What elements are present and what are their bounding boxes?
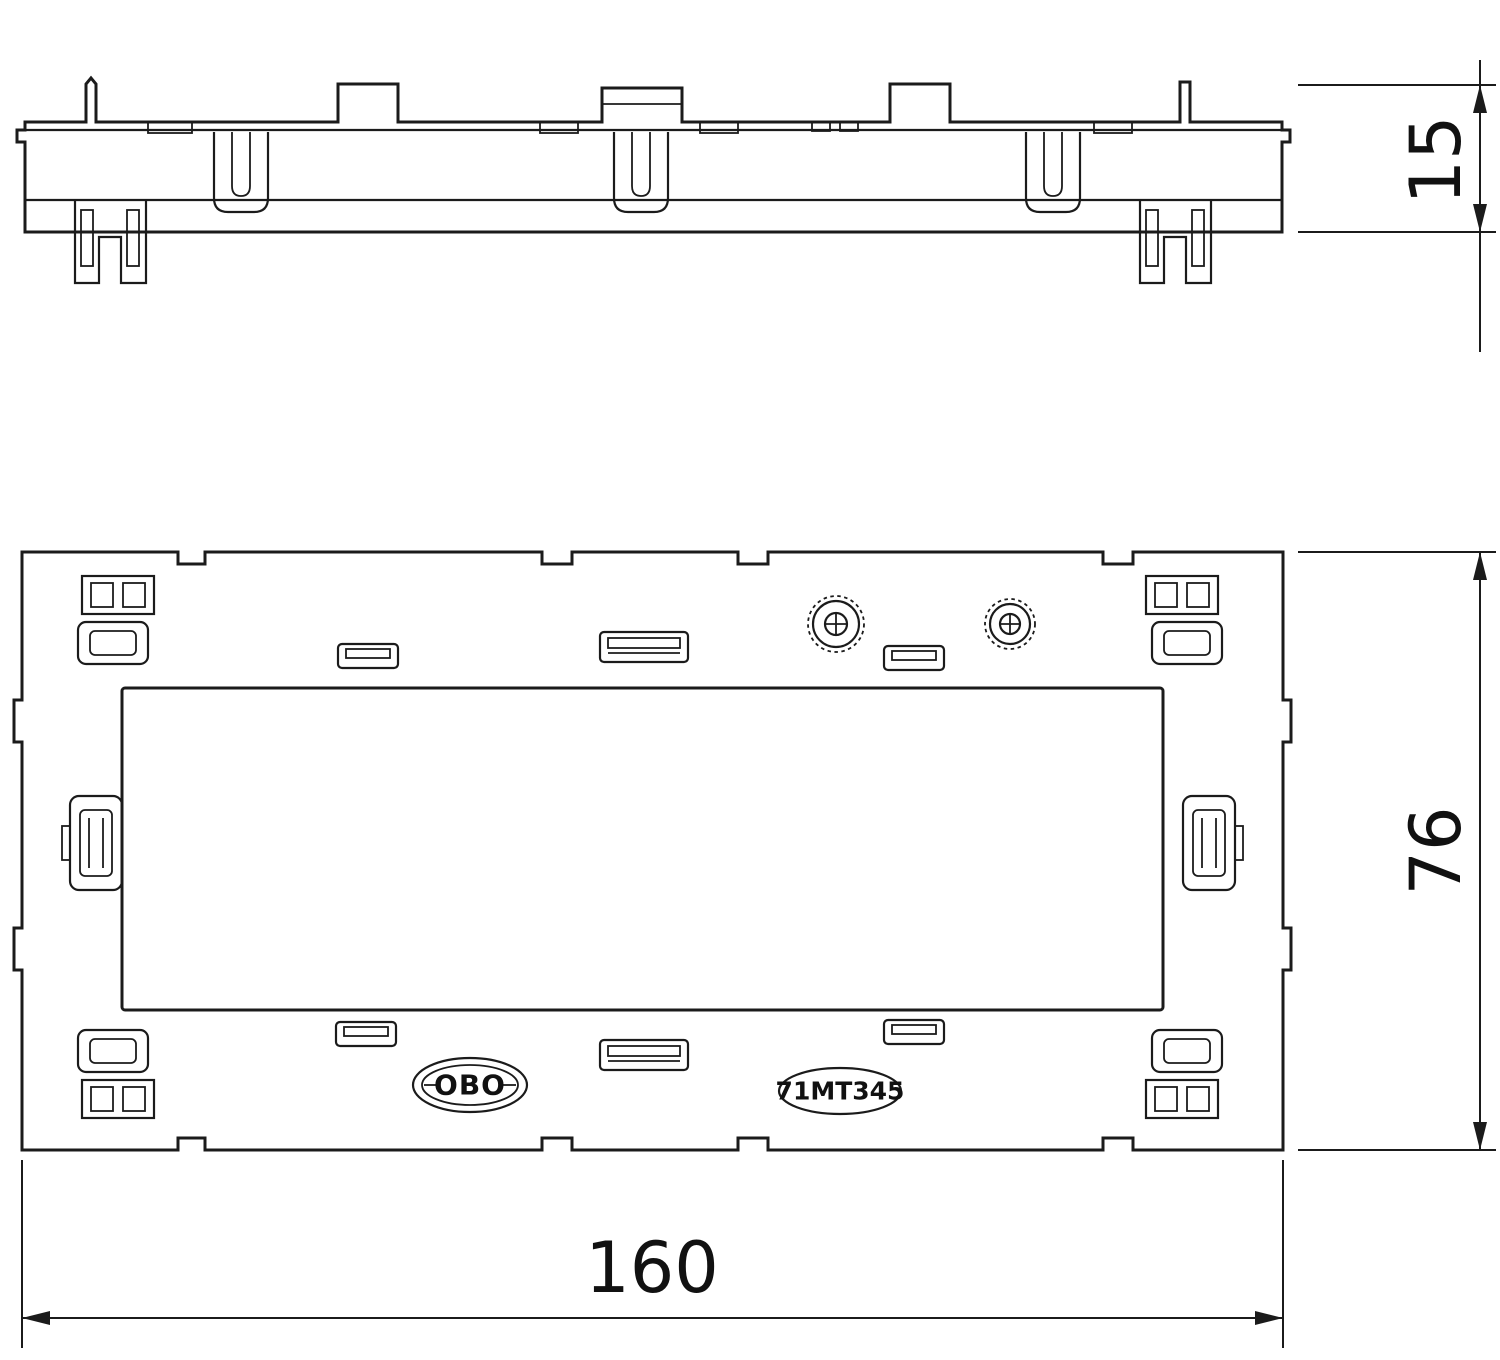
dimension-height: 76 bbox=[1298, 551, 1496, 1151]
part-number-label: 71MT345 bbox=[776, 1077, 905, 1106]
retaining-tab-top-left bbox=[336, 642, 400, 670]
dimension-depth: 15 bbox=[1298, 60, 1496, 352]
spring-clip-right bbox=[1024, 132, 1082, 214]
brand-stamp: OBO bbox=[411, 1056, 529, 1114]
adjustment-dial-left bbox=[807, 595, 865, 653]
side-view bbox=[15, 75, 1292, 285]
part-number-stamp: 71MT345 bbox=[776, 1066, 905, 1116]
dimension-width: 160 bbox=[21, 1160, 1284, 1348]
corner-block-bottom-left bbox=[76, 1028, 156, 1120]
arrowhead-up bbox=[1473, 552, 1487, 580]
corner-block-bottom-right bbox=[1144, 1028, 1224, 1120]
dimension-depth-label: 15 bbox=[1395, 115, 1477, 204]
arrowhead-right bbox=[1255, 1311, 1283, 1325]
retaining-tab-top-middle bbox=[598, 630, 690, 664]
dimension-height-label: 76 bbox=[1395, 806, 1477, 895]
arrowhead-left bbox=[22, 1311, 50, 1325]
side-view-slot bbox=[1093, 121, 1133, 134]
front-view: OBO 71MT345 bbox=[12, 550, 1293, 1152]
mounting-foot-right bbox=[1138, 200, 1213, 285]
retaining-tab-bottom-middle bbox=[598, 1038, 690, 1072]
brand-label: OBO bbox=[434, 1069, 506, 1102]
side-view-outline bbox=[15, 75, 1292, 234]
side-view-slot bbox=[811, 121, 831, 132]
adjustment-dial-right bbox=[984, 598, 1036, 650]
side-view-slot bbox=[839, 121, 859, 132]
front-view-outline bbox=[12, 550, 1293, 1152]
spring-clip-left bbox=[212, 132, 270, 214]
retaining-tab-top-right bbox=[882, 644, 946, 672]
retaining-tab-bottom-right bbox=[882, 1018, 946, 1046]
side-view-slot bbox=[539, 121, 579, 134]
mounting-foot-left bbox=[73, 200, 148, 285]
side-latch-left bbox=[61, 794, 124, 892]
arrowhead-down bbox=[1473, 1122, 1487, 1150]
spring-clip-middle bbox=[612, 132, 670, 214]
side-view-slot bbox=[147, 121, 193, 134]
device-window-opening bbox=[120, 686, 1165, 1012]
side-latch-right bbox=[1181, 794, 1244, 892]
side-view-slot bbox=[699, 121, 739, 134]
arrowhead-down bbox=[1473, 204, 1487, 232]
corner-block-top-left bbox=[76, 574, 156, 666]
arrowhead-up bbox=[1473, 85, 1487, 113]
corner-block-top-right bbox=[1144, 574, 1224, 666]
dimension-width-label: 160 bbox=[585, 1227, 719, 1309]
retaining-tab-bottom-left bbox=[334, 1020, 398, 1048]
